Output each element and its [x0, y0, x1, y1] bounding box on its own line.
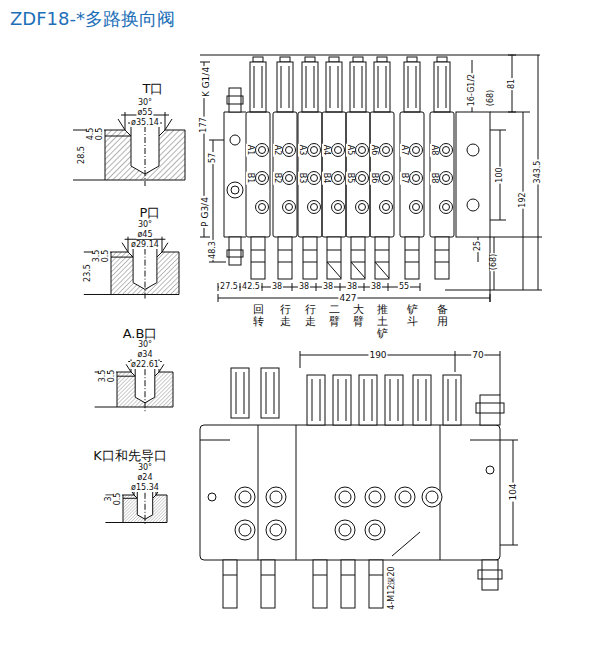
port-label: A3 [298, 144, 306, 157]
dimension-value: 27.5 [219, 283, 239, 291]
port-label: B7 [400, 172, 408, 185]
port-label: B1 [246, 172, 254, 185]
diameter-value: ø35.14 [130, 119, 160, 127]
thread-callout: 4-M12深20 [388, 565, 396, 610]
diameter-value: ø45 [136, 231, 153, 239]
dimension-value: 48.3 [209, 240, 217, 260]
detail-title: T口 [142, 82, 165, 95]
detail-title: P口 [139, 206, 162, 219]
dimension-value: 0.5 [108, 369, 116, 384]
dimension-value: 38 [271, 283, 283, 291]
port-label: A4 [322, 144, 330, 157]
port-label: B8 [430, 172, 438, 185]
port-label: A7 [400, 144, 408, 157]
dimension-value: 38 [298, 283, 310, 291]
port-callout: K G1/4 [202, 66, 211, 98]
port-label: A5 [346, 144, 354, 157]
port-label: A1 [246, 144, 254, 157]
dimension-value: 190 [368, 351, 387, 360]
dimension-value: 192 [519, 191, 527, 208]
diameter-value: ø22.61 [130, 361, 160, 369]
dimension-value: 427 [338, 294, 357, 303]
dimension-value: 23.5 [84, 263, 92, 283]
section-name: 行走 [305, 304, 316, 328]
port-label: A8 [430, 144, 438, 157]
dimension-value: 100 [496, 166, 504, 183]
dimension-value: 57 [209, 152, 217, 164]
port-label: B6 [370, 172, 378, 185]
page-title: ZDF18-*多路换向阀 [10, 9, 175, 29]
dimension-value: 177 [200, 116, 208, 133]
detail-title: A.B口 [122, 327, 159, 340]
port-label: B2 [273, 172, 281, 185]
diameter-value: ø15.34 [130, 484, 160, 492]
dimension-value: 3 [105, 495, 113, 502]
dimension-value: 38 [346, 283, 358, 291]
angle-value: 30° [137, 221, 153, 229]
port-callout: P G3/4 [201, 196, 210, 228]
port-label: B5 [346, 172, 354, 185]
dimension-value: (68) [490, 253, 498, 271]
diameter-value: ø24 [136, 474, 153, 482]
dimension-value: 25 [474, 240, 482, 252]
diameter-value: ø55 [136, 109, 153, 117]
dimension-value: 70 [471, 351, 484, 360]
dimension-value: 343.5 [534, 160, 542, 185]
dimension-value: 38 [322, 283, 334, 291]
dimension-value: 38 [370, 283, 382, 291]
port-callout: 16-G1/2 [468, 73, 476, 107]
dimension-value: 81 [508, 78, 516, 90]
dimension-value: 3.5 [99, 369, 107, 384]
port-label: A2 [273, 144, 281, 157]
section-name: 大臂 [353, 304, 364, 328]
angle-value: 30° [137, 464, 153, 472]
dimension-value: 55 [398, 283, 410, 291]
section-name: 二臂 [329, 304, 340, 328]
dimension-value: 104 [509, 482, 518, 501]
angle-value: 30° [137, 99, 153, 107]
dimension-value: 0.5 [102, 249, 110, 264]
angle-value: 30° [137, 341, 153, 349]
dimension-value: 3.5 [93, 249, 101, 264]
section-name: 回转 [253, 304, 264, 328]
detail-title: K口和先导口 [92, 449, 168, 462]
section-name: 备用 [437, 304, 448, 328]
port-label: B3 [298, 172, 306, 185]
dimension-value: 0.5 [114, 492, 122, 507]
port-label: A6 [370, 144, 378, 157]
diameter-value: ø29.14 [130, 241, 160, 249]
dimension-value: 42.5 [241, 283, 261, 291]
dimension-value: 0.5 [96, 127, 104, 142]
diameter-value: ø34 [136, 351, 153, 359]
dimension-value: 4.5 [87, 127, 95, 142]
section-name: 行走 [280, 304, 291, 328]
port-label: B4 [322, 172, 330, 185]
section-name: 推土铲 [377, 304, 388, 340]
dimension-value: (68) [487, 89, 495, 107]
dimension-value: 28.5 [78, 145, 86, 165]
section-name: 铲斗 [407, 304, 418, 328]
